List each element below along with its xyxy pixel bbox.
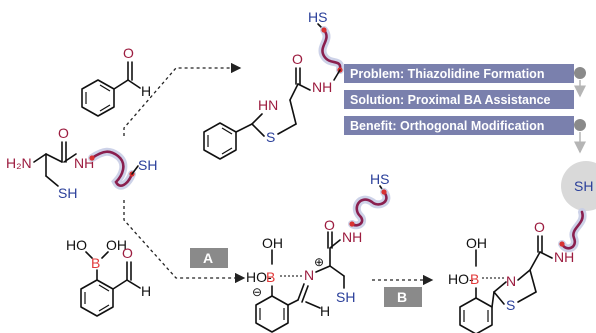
final-n: N [506,273,516,289]
mid-hs: HS [370,171,389,187]
thiazolidine-product: HS NH O HN S [203,9,345,160]
mid-sh: SH [336,289,355,305]
final-s: S [506,297,515,313]
mid-ho: HO- [246,269,272,285]
top-carbonyl-o: O [292,51,303,67]
final-oh-top: OH [466,235,487,251]
amide-oxygen: O [58,125,69,141]
mid-n: N [304,267,314,283]
mid-oh-top: OH [262,235,283,251]
aldehyde-hydrogen: H [141,83,151,99]
modification-bubble: SH [561,161,596,211]
peptide-thiol: SH [138,157,157,173]
fpba-oxygen: O [122,245,133,261]
step-b-box: B [384,287,422,307]
aldehyde-oxygen: O [123,45,134,61]
mid-carbonyl-o: O [324,217,335,233]
ho-left: HO [66,237,87,253]
minus-charge: ⊖ [252,285,262,299]
step-a-box: A [190,248,228,268]
step-a-label: A [203,250,213,266]
final-ho: HO- [448,271,474,287]
bubble-sh: SH [574,178,593,194]
amine-label: H₂N [6,155,32,171]
benefit-text: Benefit: Orthogonal Modification [350,119,544,133]
mid-imine-h: H [320,303,330,319]
thiazolidine-hn: HN [258,97,278,113]
mid-nh: NH [342,229,362,245]
oh-right: OH [106,237,127,253]
final-boron: B [470,271,479,287]
cys-thiol: SH [58,185,77,201]
iminoboronate-intermediate: HS NH O SH N ⊕ H OH HO- B ⊖ [246,171,391,333]
top-hs: HS [308,9,327,25]
final-carbonyl-o: O [534,219,545,235]
thiazolidine-s: S [266,129,275,145]
problem-panel: Problem: Thiazolidine Formation [344,64,586,98]
final-product: NH O S N OH HO- B [448,208,587,333]
top-nh: NH [312,79,332,95]
benefit-panel: Benefit: Orthogonal Modification [344,116,586,154]
benzaldehyde: O H [81,45,151,117]
problem-text: Problem: Thiazolidine Formation [350,67,544,81]
final-nh: NH [554,249,574,265]
formylphenylboronic-acid: HO OH B O H [66,237,151,317]
step-b-label: B [397,289,407,305]
solution-text: Solution: Proximal BA Assistance [350,93,551,107]
solution-panel: Solution: Proximal BA Assistance [344,90,574,109]
boron-atom: B [91,255,100,271]
mid-boron: B [266,269,275,285]
fpba-hydrogen: H [141,283,151,299]
cysteine-peptide: H₂N SH O NH SH [6,125,157,201]
pathway-to-thiazolidine [123,62,242,136]
plus-charge: ⊕ [314,255,324,269]
